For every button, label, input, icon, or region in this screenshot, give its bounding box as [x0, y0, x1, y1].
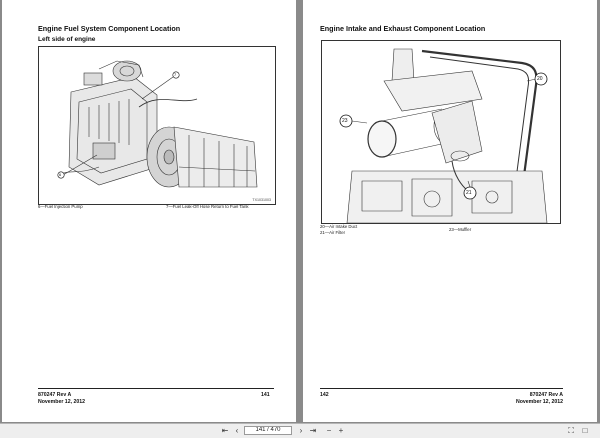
callout-23: 23 — [342, 118, 348, 124]
footer-doc: 870247 Rev A — [529, 392, 563, 398]
caption-23: 23—Muffler — [449, 227, 472, 232]
footer-date: November 12, 2012 — [38, 399, 86, 405]
footer-date: November 12, 2012 — [515, 399, 563, 405]
fullscreen-icon[interactable]: ⛶ — [568, 426, 574, 435]
caption-20: 20—Air Intake Duct — [320, 224, 358, 229]
footer-doc-info: 870247 Rev A November 12, 2012 — [38, 392, 85, 406]
callout-20: 20 — [537, 76, 543, 82]
fit-page-icon[interactable]: □ — [582, 426, 588, 435]
page-number: 142 — [320, 392, 329, 398]
intake-exhaust-figure: 23 20 21 — [321, 40, 561, 224]
caption-21: 21—Air Filter — [320, 230, 346, 235]
previous-page-icon[interactable]: ‹ — [235, 426, 239, 435]
caption-6: 6—Fuel Injection Pump — [38, 204, 83, 209]
last-page-icon[interactable]: ⇥ — [309, 426, 317, 435]
viewer-toolbar: ⇤ ‹ › ⇥ − + ⛶ □ — [0, 423, 600, 438]
next-page-icon[interactable]: › — [299, 426, 303, 435]
callout-7: 7 — [174, 72, 177, 77]
callout-6: 6 — [59, 172, 62, 177]
footer-doc-info: 870247 Rev A November 12, 2012 — [511, 392, 563, 406]
zoom-out-icon[interactable]: − — [326, 426, 332, 435]
page-number-input[interactable] — [244, 426, 292, 435]
page-title: Engine Fuel System Component Location — [38, 24, 181, 33]
footer-rule — [320, 388, 563, 389]
engine-fuel-figure: 7 6 TX1031003 — [38, 46, 276, 205]
page-142: Engine Intake and Exhaust Component Loca… — [303, 0, 597, 422]
intake-exhaust-illustration — [339, 48, 548, 223]
page-subtitle: Left side of engine — [38, 36, 96, 43]
caption-group-left: 20—Air Intake Duct 21—Air Filter — [320, 224, 357, 236]
first-page-icon[interactable]: ⇤ — [221, 426, 229, 435]
engine-illustration — [57, 60, 258, 188]
callout-21: 21 — [466, 190, 472, 196]
footer-rule — [38, 388, 274, 389]
page-title: Engine Intake and Exhaust Component Loca… — [320, 24, 486, 33]
footer-doc: 870247 Rev A — [38, 392, 72, 398]
zoom-in-icon[interactable]: + — [338, 426, 344, 435]
figure-id: TX1031003 — [252, 198, 271, 202]
caption-7: 7—Fuel Leak-Off Hose Return to Fuel Tank — [166, 204, 249, 209]
page-number: 141 — [261, 392, 270, 398]
page-141: Engine Fuel System Component Location Le… — [2, 0, 296, 422]
